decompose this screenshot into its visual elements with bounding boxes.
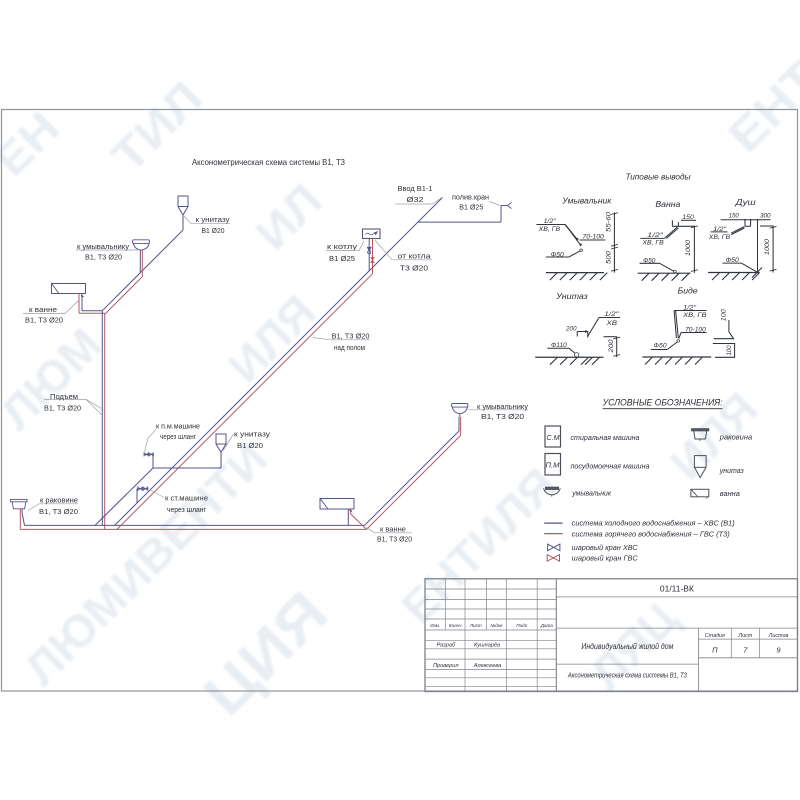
svg-text:к п.м.машине: к п.м.машине bbox=[156, 424, 200, 431]
svg-text:В1 Ø25: В1 Ø25 bbox=[459, 205, 483, 212]
svg-text:Ф50: Ф50 bbox=[551, 251, 565, 258]
svg-text:шаровый кран ГВС: шаровый кран ГВС bbox=[572, 554, 639, 562]
svg-text:от котла: от котла bbox=[398, 254, 431, 261]
svg-text:к ст.машине: к ст.машине bbox=[165, 496, 208, 503]
svg-text:Биде: Биде bbox=[678, 286, 699, 295]
svg-text:1/2″: 1/2″ bbox=[683, 304, 697, 311]
svg-text:над полом: над полом bbox=[334, 345, 365, 352]
svg-text:200: 200 bbox=[565, 325, 577, 332]
svg-text:В1, Т3 Ø20: В1, Т3 Ø20 bbox=[481, 414, 524, 421]
svg-text:1000: 1000 bbox=[764, 239, 771, 255]
svg-text:1000: 1000 bbox=[685, 240, 692, 256]
svg-text:Лист: Лист bbox=[469, 623, 482, 628]
svg-text:к котлу: к котлу bbox=[327, 244, 358, 251]
svg-text:к ванне: к ванне bbox=[380, 527, 406, 534]
svg-text:П: П bbox=[712, 646, 718, 655]
svg-text:ХВ, ГВ: ХВ, ГВ bbox=[537, 226, 560, 233]
svg-text:1/2″: 1/2″ bbox=[647, 232, 664, 239]
svg-text:150: 150 bbox=[682, 214, 694, 221]
svg-text:№док: №док bbox=[490, 623, 503, 628]
svg-text:В1, Т3 Ø20: В1, Т3 Ø20 bbox=[25, 318, 63, 325]
svg-text:В1, Т3 Ø20: В1, Т3 Ø20 bbox=[377, 537, 412, 544]
svg-text:300: 300 bbox=[760, 213, 771, 220]
svg-text:Подъем: Подъем bbox=[50, 394, 78, 401]
svg-text:через шланг: через шланг bbox=[167, 507, 206, 514]
svg-text:200: 200 bbox=[608, 339, 615, 354]
svg-text:Ванна: Ванна bbox=[655, 200, 681, 209]
svg-text:В1 Ø25: В1 Ø25 bbox=[329, 256, 355, 263]
svg-text:система холодного водоснабжени: система холодного водоснабжения – ХВС (В… bbox=[572, 519, 735, 527]
svg-text:ХВ, ГВ: ХВ, ГВ bbox=[641, 239, 663, 246]
svg-text:В1, Т3 Ø20: В1, Т3 Ø20 bbox=[332, 334, 370, 341]
svg-text:В1, Т3 Ø20: В1, Т3 Ø20 bbox=[44, 406, 81, 413]
svg-text:ХВ, ГВ: ХВ, ГВ bbox=[708, 234, 730, 241]
svg-text:Колич: Колич bbox=[449, 623, 462, 628]
svg-text:шаровый кран ХВС: шаровый кран ХВС bbox=[572, 544, 639, 552]
svg-text:УСЛОВНЫЕ ОБОЗНАЧЕНИЯ:: УСЛОВНЫЕ ОБОЗНАЧЕНИЯ: bbox=[602, 398, 724, 408]
svg-text:Ф50: Ф50 bbox=[654, 343, 668, 350]
svg-text:Проверил: Проверил bbox=[433, 663, 459, 669]
svg-text:Душ: Душ bbox=[734, 198, 756, 207]
svg-text:к раковине: к раковине bbox=[40, 498, 78, 505]
svg-text:Стадия: Стадия bbox=[705, 633, 725, 639]
svg-text:система горячего водоснабжения: система горячего водоснабжения – ГВС (Т3… bbox=[572, 530, 730, 538]
svg-text:через шланг: через шланг bbox=[160, 434, 196, 441]
svg-text:посудомоечная машина: посудомоечная машина bbox=[571, 463, 650, 471]
svg-text:умывальник: умывальник bbox=[571, 491, 612, 498]
svg-text:Разраб: Разраб bbox=[436, 643, 456, 649]
svg-text:9: 9 bbox=[776, 646, 781, 655]
svg-text:Ø32: Ø32 bbox=[407, 197, 424, 204]
svg-text:500: 500 bbox=[606, 251, 613, 264]
svg-text:01/11-ВК: 01/11-ВК bbox=[660, 584, 694, 594]
svg-text:ХВ: ХВ bbox=[605, 320, 617, 327]
svg-text:В1, Т3 Ø20: В1, Т3 Ø20 bbox=[85, 255, 122, 262]
svg-text:55-60: 55-60 bbox=[606, 212, 613, 232]
svg-text:П.М: П.М bbox=[546, 461, 561, 470]
svg-text:1/2″: 1/2″ bbox=[604, 311, 619, 318]
svg-text:Индивидуальный жилой дом: Индивидуальный жилой дом bbox=[581, 642, 673, 651]
svg-text:С.М: С.М bbox=[547, 433, 561, 442]
svg-text:150: 150 bbox=[729, 213, 739, 220]
svg-text:Умывальник: Умывальник bbox=[561, 197, 612, 206]
svg-text:100: 100 bbox=[726, 345, 733, 355]
svg-text:ХВ, ГВ: ХВ, ГВ bbox=[682, 312, 707, 319]
svg-text:раковина: раковина bbox=[719, 435, 752, 442]
svg-text:70-100: 70-100 bbox=[582, 233, 604, 240]
svg-text:Лист: Лист bbox=[737, 633, 752, 639]
svg-text:1/2″: 1/2″ bbox=[713, 226, 727, 233]
svg-text:Типовые выводы: Типовые выводы bbox=[626, 173, 691, 182]
svg-text:Т3 Ø20: Т3 Ø20 bbox=[400, 266, 428, 273]
svg-text:к ванне: к ванне bbox=[29, 307, 57, 314]
svg-text:В1, Т3 Ø20: В1, Т3 Ø20 bbox=[39, 509, 78, 516]
svg-text:к умывальнику: к умывальнику bbox=[77, 244, 130, 251]
svg-text:ванна: ванна bbox=[720, 491, 740, 498]
svg-text:В1 Ø20: В1 Ø20 bbox=[202, 228, 225, 235]
svg-text:В1 Ø20: В1 Ø20 bbox=[237, 443, 263, 450]
svg-text:к унитазу: к унитазу bbox=[234, 432, 271, 439]
svg-text:Изм.: Изм. bbox=[430, 623, 440, 628]
svg-text:1/2″: 1/2″ bbox=[544, 218, 557, 225]
svg-text:к умывальнику: к умывальнику bbox=[477, 404, 529, 411]
svg-text:унитаз: унитаз bbox=[719, 468, 745, 475]
svg-text:Ф110: Ф110 bbox=[551, 342, 567, 349]
svg-text:Листов: Листов bbox=[768, 633, 789, 639]
svg-text:Ввод В1-1: Ввод В1-1 bbox=[398, 186, 433, 193]
svg-text:Дата: Дата bbox=[540, 623, 554, 628]
svg-text:к унитазу: к унитазу bbox=[196, 217, 231, 224]
svg-text:Унитаз: Унитаз bbox=[555, 292, 588, 301]
svg-text:Ф50: Ф50 bbox=[726, 257, 740, 264]
svg-text:Кушнарёв: Кушнарёв bbox=[474, 643, 500, 649]
svg-text:100: 100 bbox=[721, 309, 728, 321]
svg-text:полив.кран: полив.кран bbox=[452, 195, 489, 202]
svg-text:Алексеева: Алексеева bbox=[473, 663, 502, 669]
svg-text:70-100: 70-100 bbox=[685, 326, 706, 333]
svg-text:7: 7 bbox=[743, 646, 748, 655]
svg-text:Аксонометрическая схема систем: Аксонометрическая схема системы В1, Т3 bbox=[567, 673, 687, 680]
svg-text:стиральная машина: стиральная машина bbox=[571, 435, 640, 442]
svg-text:Аксонометрическая схема систем: Аксонометрическая схема системы В1, Т3 bbox=[192, 158, 345, 167]
svg-text:Ф50: Ф50 bbox=[643, 258, 656, 265]
svg-text:Подп: Подп bbox=[516, 623, 527, 628]
